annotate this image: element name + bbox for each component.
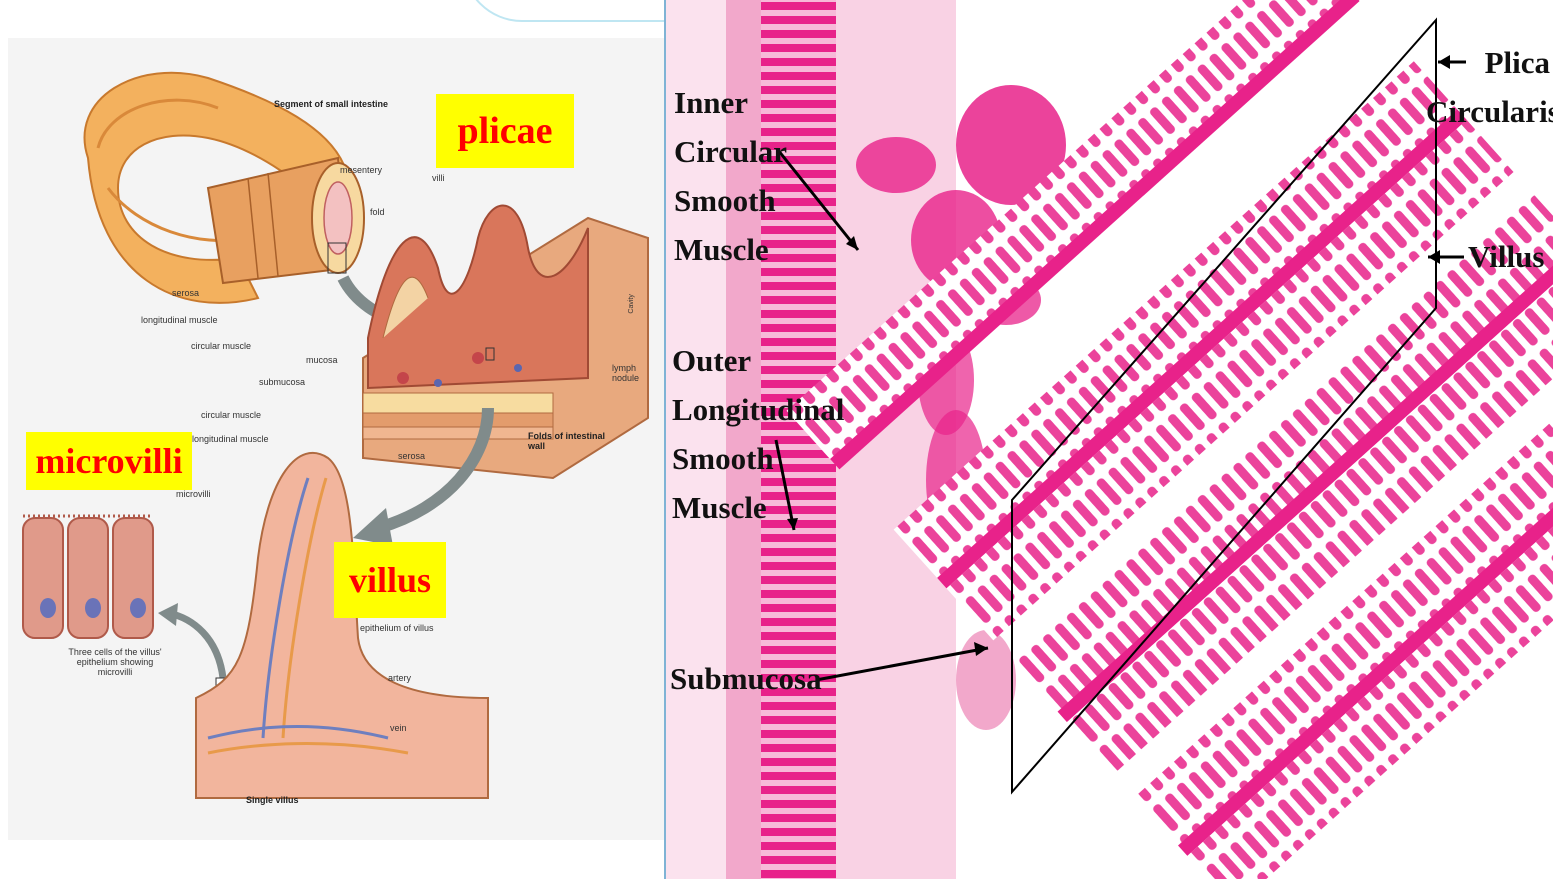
segment-heading: Segment of small intestine xyxy=(274,100,388,110)
label-mesentery: mesentery xyxy=(340,166,382,176)
label-cavity: Cavity xyxy=(628,294,636,313)
histology-panel: Inner Circular Smooth Muscle Outer Longi… xyxy=(664,0,1553,879)
intestine-diagram-panel: Segment of small intestine mesentery fol… xyxy=(8,38,664,840)
label-plica-circularis: Plica Circularis xyxy=(1426,38,1550,136)
label-inner-circular-smooth-muscle: Inner Circular Smooth Muscle xyxy=(674,78,787,274)
label-serosa-mid: serosa xyxy=(398,452,425,462)
label-vein: vein xyxy=(390,724,407,734)
tag-villus: villus xyxy=(334,542,446,618)
label-inner-line-3: Smooth xyxy=(674,176,787,225)
label-microvilli-small: microvilli xyxy=(176,490,211,500)
label-inner-line-1: Inner xyxy=(674,78,787,127)
label-circular-muscle-top: circular muscle xyxy=(191,342,251,352)
label-inner-line-2: Circular xyxy=(674,127,787,176)
label-outer-longitudinal-smooth-muscle: Outer Longitudinal Smooth Muscle xyxy=(672,336,844,532)
single-villus xyxy=(196,453,488,798)
label-longitudinal-muscle-mid: longitudinal muscle xyxy=(192,435,269,445)
label-epithelium-of-villus: epithelium of villus xyxy=(360,624,434,634)
label-lymph-nodule: lymph nodule xyxy=(612,364,652,384)
label-serosa-top: serosa xyxy=(172,289,199,299)
label-three-cells-caption: Three cells of the villus' epithelium sh… xyxy=(60,648,170,678)
tag-plicae: plicae xyxy=(436,94,574,168)
label-single-villus: Single villus xyxy=(246,796,299,806)
label-outer-line-4: Muscle xyxy=(672,483,844,532)
label-outer-line-1: Outer xyxy=(672,336,844,385)
label-plica-line-1: Plica xyxy=(1426,38,1550,87)
label-outer-line-2: Longitudinal xyxy=(672,385,844,434)
tag-microvilli: microvilli xyxy=(26,432,192,490)
label-circular-muscle-mid: circular muscle xyxy=(201,411,261,421)
label-outer-line-3: Smooth xyxy=(672,434,844,483)
label-plica-line-2: Circularis xyxy=(1426,87,1550,136)
label-inner-line-4: Muscle xyxy=(674,225,787,274)
label-mucosa: mucosa xyxy=(306,356,338,366)
label-artery: artery xyxy=(388,674,411,684)
microvilli-cells xyxy=(23,516,153,638)
label-submucosa: Submucosa xyxy=(670,654,822,703)
label-submucosa: submucosa xyxy=(259,378,305,388)
label-villi: villi xyxy=(432,174,445,184)
label-fold: fold xyxy=(370,208,385,218)
label-longitudinal-muscle-top: longitudinal muscle xyxy=(141,316,218,326)
label-villus: Villus xyxy=(1468,232,1544,281)
label-folds-caption: Folds of intestinal wall xyxy=(528,432,618,452)
